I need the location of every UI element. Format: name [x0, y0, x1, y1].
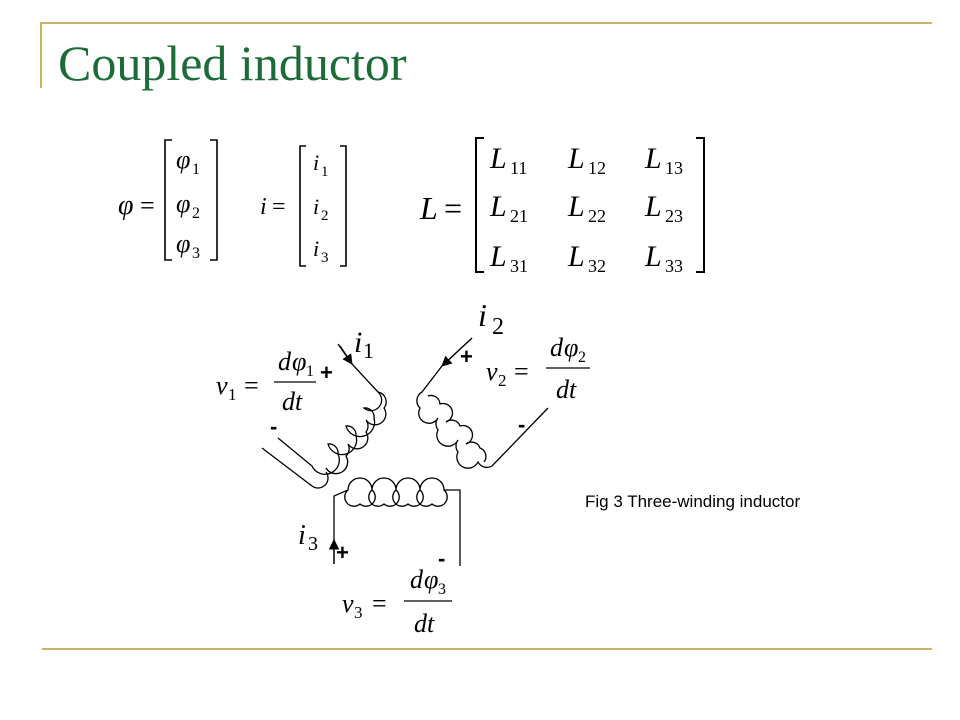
L32-sub: 32: [588, 256, 606, 276]
i-entry-1-sub: 1: [321, 164, 329, 180]
v1-num-sub: 1: [306, 363, 314, 380]
v3-sub: 3: [354, 603, 363, 622]
L-bracket-left: [475, 137, 484, 273]
winding-2-coil: [416, 365, 549, 469]
winding-2-current-arrow: [441, 337, 473, 367]
i-equals: =: [272, 194, 286, 220]
phi-entry-3-sub: 3: [192, 245, 200, 262]
v3-base: v: [342, 589, 354, 618]
v3-num-phi: φ: [424, 565, 438, 594]
v2-sub: 2: [498, 371, 507, 390]
v3-den: dt: [414, 609, 435, 638]
footer-rule: [42, 648, 932, 650]
i-entry-3-base: i: [313, 236, 319, 261]
v1-num-d: d: [278, 347, 292, 376]
phi-entry-1-sub: 1: [192, 161, 200, 178]
v2-num-phi: φ: [564, 333, 578, 362]
L13-sub: 13: [665, 158, 683, 178]
winding-1-minus: -: [270, 414, 277, 439]
phi-bracket-left: [164, 139, 172, 261]
v2-num-sub: 2: [578, 349, 586, 366]
L22-sub: 22: [588, 206, 606, 226]
v1-base: v: [216, 371, 228, 400]
v3-num-d: d: [410, 565, 424, 594]
winding-1-current-base: i: [354, 326, 362, 359]
winding-3-current-sub: 3: [308, 533, 318, 555]
L12-base: L: [567, 142, 585, 175]
title-left-rule: [40, 22, 42, 88]
i-vector-equation: i = i 1 i 2 i 3: [260, 145, 347, 267]
v3-equals: =: [372, 589, 387, 618]
winding-1-current-arrow: [339, 345, 353, 365]
i-entry-2-base: i: [313, 194, 319, 219]
v1-sub: 1: [228, 385, 237, 404]
winding-2-current-base: i: [478, 297, 487, 333]
winding-2-plus: +: [460, 344, 473, 369]
L21-base: L: [489, 190, 507, 223]
L21-sub: 21: [510, 206, 528, 226]
L13-base: L: [644, 142, 662, 175]
winding-3-current-base: i: [298, 520, 306, 551]
winding-3: i 3 + - v 3 = d φ 3 dt: [298, 477, 461, 638]
winding-1: i 1 + - v 1 = d φ 1 dt: [216, 326, 387, 489]
winding-3-plus: +: [336, 540, 349, 565]
L-bracket-right: [696, 137, 705, 273]
L-matrix-equation: L = L 11 L 12 L 13 L 21 L 22 L 23 L 31 L…: [419, 137, 705, 276]
v3-num-sub: 3: [438, 581, 446, 598]
L31-sub: 31: [510, 256, 528, 276]
i-bracket-right: [340, 145, 347, 267]
winding-2-minus: -: [518, 412, 525, 437]
L32-base: L: [567, 240, 585, 273]
L12-sub: 12: [588, 158, 606, 178]
L33-base: L: [644, 240, 662, 273]
v1-den: dt: [282, 387, 303, 416]
phi-bracket-right: [210, 139, 218, 261]
v2-den: dt: [556, 375, 577, 404]
i-entry-1-base: i: [313, 150, 319, 175]
winding-2: i 2 + - v 2 = d φ 2 dt: [416, 297, 590, 469]
phi-equals: =: [140, 191, 155, 220]
v1-equals: =: [244, 371, 259, 400]
i-entry-3-sub: 3: [321, 250, 329, 266]
v2-num-d: d: [550, 333, 564, 362]
L23-sub: 23: [665, 206, 683, 226]
v2-base: v: [486, 357, 498, 386]
L11-sub: 11: [510, 158, 527, 178]
L-equals: =: [444, 190, 462, 226]
L31-base: L: [489, 240, 507, 273]
phi-entry-2-sub: 2: [192, 205, 200, 222]
i-symbol: i: [260, 194, 267, 220]
title-top-rule: [42, 22, 932, 24]
L23-base: L: [644, 190, 662, 223]
v1-num-phi: φ: [292, 347, 306, 376]
winding-1-coil: [277, 343, 383, 475]
winding-3-minus: -: [438, 546, 445, 571]
phi-entry-1-base: φ: [176, 145, 190, 174]
phi-symbol: φ: [118, 190, 134, 221]
i-entry-2-sub: 2: [321, 208, 329, 224]
winding-2-current-sub: 2: [492, 314, 504, 340]
phi-vector-equation: φ = φ 1 φ 2 φ 3: [118, 139, 218, 262]
v2-equals: =: [514, 357, 529, 386]
winding-1-plus: +: [320, 360, 333, 385]
winding-1-current-sub: 1: [363, 338, 374, 363]
L22-base: L: [567, 190, 585, 223]
phi-entry-3-base: φ: [176, 229, 190, 258]
L-symbol: L: [419, 190, 438, 226]
L33-sub: 33: [665, 256, 683, 276]
L11-base: L: [489, 142, 507, 175]
i-bracket-left: [299, 145, 306, 267]
slide-title: Coupled inductor: [58, 35, 407, 91]
figure-caption: Fig 3 Three-winding inductor: [585, 492, 801, 511]
phi-entry-2-base: φ: [176, 189, 190, 218]
